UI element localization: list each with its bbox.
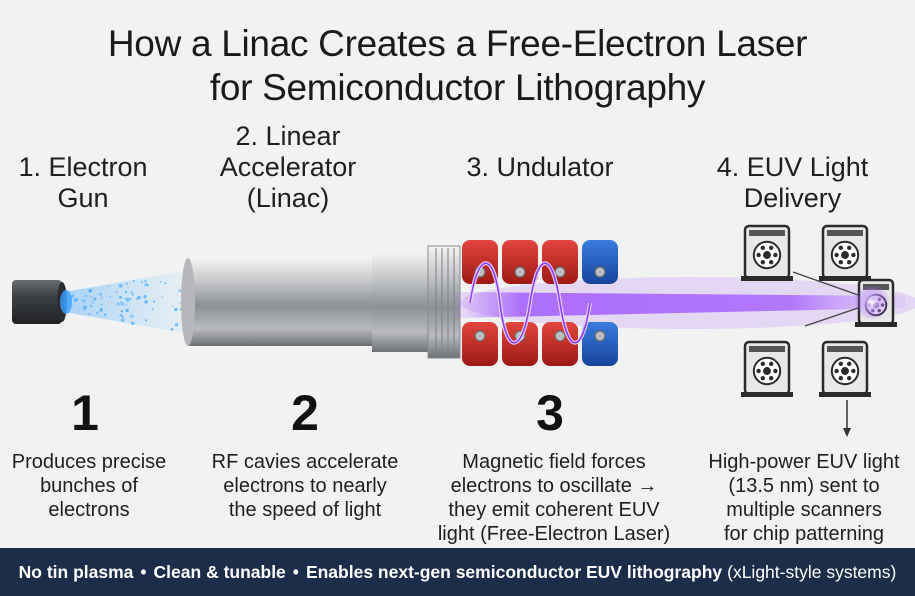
page-title: How a Linac Creates a Free-Electron Lase… xyxy=(0,22,915,110)
desc-line: they emit coherent EUV xyxy=(448,499,660,521)
desc-line: for chip patterning xyxy=(723,523,885,545)
scanner-icon xyxy=(741,224,793,281)
desc-line: High-power EUV light xyxy=(708,451,900,473)
desc-line: light (Free-Electron Laser) xyxy=(437,523,671,545)
stage-4-heading: 4. EUV Light Delivery xyxy=(700,152,885,214)
stage-1-description: Produces precise bunches of electrons xyxy=(0,450,178,522)
scanner-icon xyxy=(819,224,871,281)
desc-line: Produces precise xyxy=(11,451,167,473)
undulator-magnet-icon xyxy=(462,240,618,366)
footer-item-2: Clean & tunable xyxy=(153,561,286,582)
desc-line: electrons to oscillate → xyxy=(450,475,658,497)
footer-item-3: Enables next-gen semiconductor EUV litho… xyxy=(305,561,723,582)
desc-line: bunches of xyxy=(40,475,138,497)
footer-banner: No tin plasma • Clean & tunable • Enable… xyxy=(0,548,915,596)
stage-3-description: Magnetic field forces electrons to oscil… xyxy=(430,450,678,546)
stage-4-description: High-power EUV light (13.5 nm) sent to m… xyxy=(694,450,914,546)
footer-separator: • xyxy=(292,561,299,582)
desc-line: RF cavies accelerate xyxy=(211,451,399,473)
electron-gun-icon xyxy=(12,280,72,324)
stage-1-heading-line: Gun xyxy=(57,183,109,213)
desc-line: multiple scanners xyxy=(726,499,882,521)
stage-2-heading: 2. Linear Accelerator (Linac) xyxy=(198,121,378,214)
stage-2-heading-line: (Linac) xyxy=(246,183,330,213)
footer-separator: • xyxy=(140,561,147,582)
stage-1-heading-line: 1. Electron xyxy=(18,152,148,182)
footer-note: (xLight-style systems) xyxy=(727,561,897,582)
stage-1-heading: 1. Electron Gun xyxy=(8,152,158,214)
stage-1-number: 1 xyxy=(71,385,99,441)
stage-2-number: 2 xyxy=(291,385,319,441)
desc-line: electrons xyxy=(48,499,130,521)
stage-4-heading-line: Delivery xyxy=(743,183,842,213)
stage-3-heading: 3. Undulator xyxy=(455,152,625,183)
euv-beam xyxy=(455,292,905,318)
arrow-down-icon xyxy=(843,400,851,437)
title-line-2: for Semiconductor Lithography xyxy=(209,67,706,108)
stage-3-heading-line: 3. Undulator xyxy=(466,152,614,182)
desc-line: electrons to nearly xyxy=(223,475,387,497)
stage-2-heading-line: 2. Linear xyxy=(235,121,341,151)
title-line-1: How a Linac Creates a Free-Electron Lase… xyxy=(107,23,808,64)
stage-4-heading-line: 4. EUV Light xyxy=(716,152,869,182)
electron-bunch-icon xyxy=(64,270,190,334)
linac-tube-icon xyxy=(181,245,461,359)
desc-line: Magnetic field forces xyxy=(462,451,646,473)
stage-2-heading-line: Accelerator xyxy=(219,152,357,182)
footer-item-1: No tin plasma xyxy=(18,561,134,582)
scanner-icon xyxy=(741,340,793,397)
desc-line: the speed of light xyxy=(228,499,382,521)
scanner-icon xyxy=(819,340,871,397)
stage-3-number: 3 xyxy=(536,385,564,441)
desc-line: (13.5 nm) sent to xyxy=(728,475,880,497)
stage-2-description: RF cavies accelerate electrons to nearly… xyxy=(200,450,410,522)
